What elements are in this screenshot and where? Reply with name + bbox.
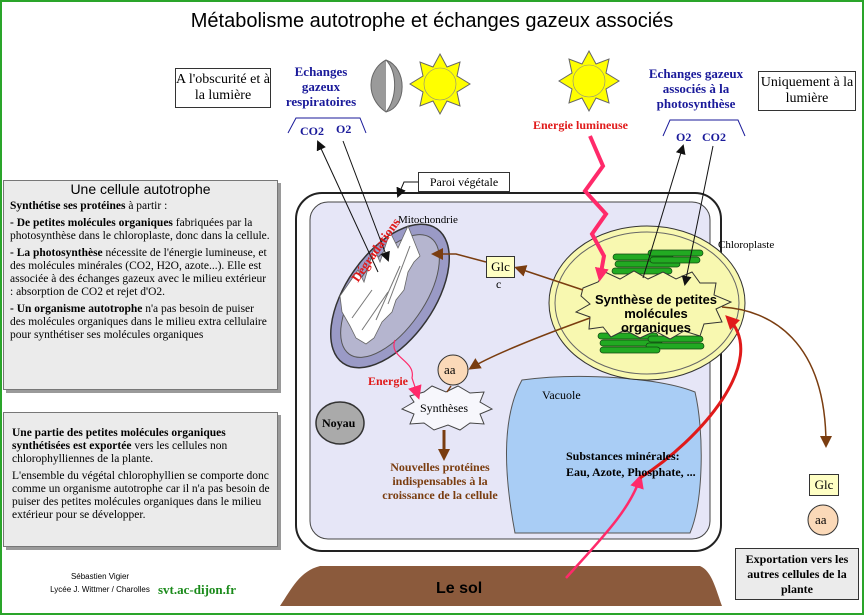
glc-export-label: Glc	[814, 477, 834, 492]
glc-cell-label: Glc	[491, 259, 510, 274]
chloroplast-inner	[554, 231, 740, 375]
nucleus-label: Noyau	[322, 416, 356, 430]
chloroplast-label: Chloroplaste	[718, 239, 775, 251]
dark-and-light-box: A l'obscurité et à la lumière	[175, 68, 271, 108]
export-explanation-1: Une partie des petites molécules organiq…	[12, 427, 271, 466]
mineral-substances-label: Substances minérales:	[566, 449, 680, 463]
photo-gas-title: Echanges gazeux associés à la photosynth…	[648, 66, 744, 111]
mitochondrion-cristae	[339, 224, 421, 345]
cell-wall-label-box: Paroi végétale	[418, 172, 510, 192]
aa-cell-circle	[437, 354, 469, 386]
export-box: Exportation vers les autres cellules de …	[735, 548, 859, 600]
light-energy-arrow	[582, 135, 609, 282]
nucleus-shape	[315, 401, 365, 445]
dark-and-light-label: A l'obscurité et à la lumière	[176, 72, 270, 103]
photo-bracket	[662, 119, 746, 137]
author-label: Sébastien Vigier	[70, 572, 130, 581]
energy-label: Energie	[368, 374, 408, 388]
school-label: Lycée J. Wittmer / Charolles	[50, 585, 150, 594]
light-only-label: Uniquement à la lumière	[760, 75, 854, 106]
o2-in-arrow	[342, 140, 390, 262]
aa-export-circle	[807, 504, 839, 536]
sun-icon	[409, 52, 471, 116]
soil-shape	[280, 566, 722, 606]
glc-cell-box: Glc	[486, 256, 515, 278]
o2-out-arrow	[642, 144, 686, 279]
vacuole-shape	[506, 375, 702, 534]
panel-item-1-bold: - De petites molécules organiques	[10, 217, 173, 229]
resp-co2-label: CO2	[300, 124, 324, 138]
minerals-to-synthesis-arrow	[639, 315, 743, 480]
page-title: Métabolisme autotrophe et échanges gazeu…	[190, 10, 674, 32]
panel-item-3: - Un organisme autotrophe n'a pas besoin…	[10, 303, 271, 342]
mineral-substances-list: Eau, Azote, Phosphate, ...	[566, 465, 696, 479]
panel-item-2-rest: nécessite de l'énergie lumineuse, et des…	[10, 247, 267, 298]
aa-arrow	[468, 317, 591, 370]
panel-item-1-rest: fabriquées par la photosynthèse dans le …	[10, 217, 270, 242]
mitochondrion-cristae-lines	[351, 245, 411, 331]
panel-item-3-bold: - Un organisme autotrophe	[10, 303, 143, 315]
thylakoids	[597, 249, 705, 354]
panel-intro-bold: Synthétise ses protéines	[10, 200, 126, 212]
panel-item-2-bold: - La photosynthèse	[10, 247, 103, 259]
panel-heading: Une cellule autotrophe	[70, 181, 211, 197]
new-proteins-label: Nouvelles protéines indispensables à la …	[382, 460, 498, 502]
synthesis-burst	[574, 270, 733, 340]
mitochondrion-label: Mitochondrie	[398, 214, 458, 226]
soil-uptake-arrow	[565, 474, 644, 579]
synthesis-label: Synthèse de petites molécules organiques	[594, 292, 718, 335]
panel-item-2: - La photosynthèse nécessite de l'énergi…	[10, 247, 271, 299]
light-energy-label: Energie lumineuse	[533, 118, 628, 132]
panel-intro-rest: à partir :	[125, 200, 168, 212]
aa-export-label: aa	[815, 512, 827, 527]
photo-o2-label: O2	[676, 130, 692, 144]
soil-label: Le sol	[436, 580, 483, 597]
panel-item-3-rest: n'a pas besoin de puiser des molécules o…	[10, 303, 267, 341]
aa-cell-label: aa	[444, 362, 456, 377]
resp-gas-title: Echanges gazeux respiratoires	[285, 64, 357, 109]
glc-arrow	[514, 265, 584, 291]
glc-export-box: Glc	[809, 474, 839, 496]
autotrophic-cell-panel: Une cellule autotrophe Synthétise ses pr…	[3, 180, 278, 390]
moon-icon	[370, 59, 403, 113]
vacuole-label: Vacuole	[542, 388, 581, 402]
syntheses-label: Synthèses	[420, 401, 468, 415]
sun-icon	[558, 49, 620, 113]
glc-c-label: c	[496, 277, 502, 291]
resp-bracket	[287, 117, 367, 134]
export-explanation-2: L'ensemble du végétal chlorophyllien se …	[12, 470, 270, 521]
panel-intro: Synthétise ses protéines à partir :	[10, 200, 271, 213]
co2-out-arrow	[316, 140, 379, 273]
export-explanation-1-rest: vers les cellules non chlorophylliennes …	[12, 440, 228, 465]
panel-item-1: - De petites molécules organiques fabriq…	[10, 217, 271, 243]
co2-in-arrow	[681, 145, 714, 286]
export-explanation-panel: Une partie des petites molécules organiq…	[3, 412, 278, 547]
photo-co2-label: CO2	[702, 130, 726, 144]
resp-o2-label: O2	[336, 122, 352, 136]
glc-to-mito-arrow	[431, 248, 487, 263]
light-only-box: Uniquement à la lumière	[758, 71, 856, 111]
export-explanation-1-bold: Une partie des petites molécules organiq…	[12, 427, 226, 452]
website-label: svt.ac-dijon.fr	[158, 582, 236, 597]
syntheses-burst	[400, 385, 494, 431]
export-arrow	[721, 306, 832, 448]
aa-to-syntheses-arrow	[446, 385, 452, 393]
energy-arrow	[393, 339, 422, 400]
cell-wall-label: Paroi végétale	[429, 175, 499, 189]
export-label: Exportation vers les autres cellules de …	[745, 552, 849, 596]
